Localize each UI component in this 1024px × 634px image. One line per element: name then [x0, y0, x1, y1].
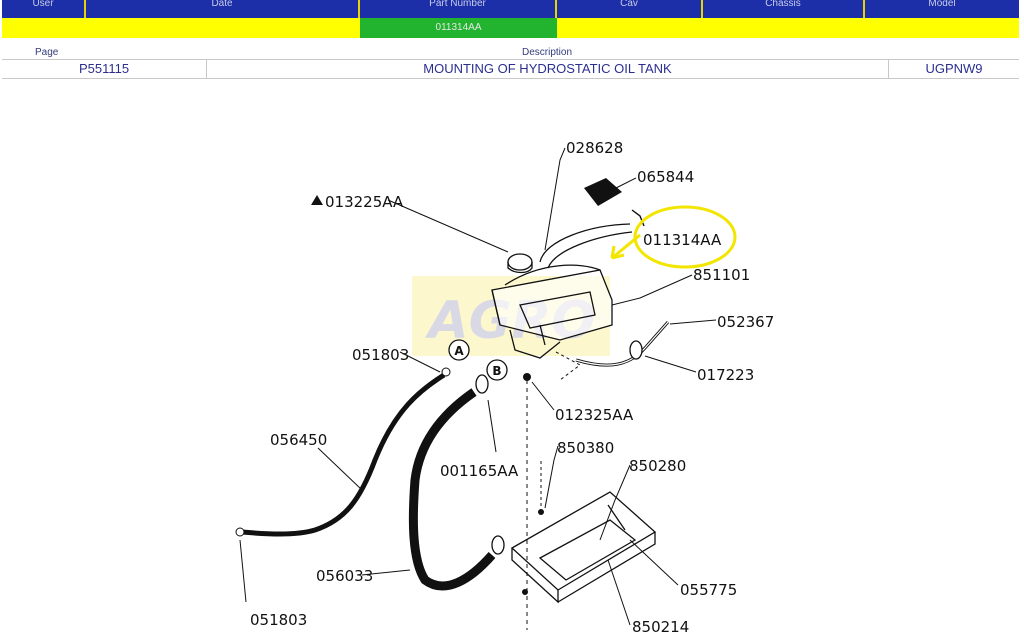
description-label: Description [522, 47, 573, 58]
part-label-001165aa[interactable]: 001165AA [440, 462, 519, 480]
part-label-065844[interactable]: 065844 [637, 168, 694, 186]
part-label-028628[interactable]: 028628 [566, 139, 623, 157]
part-label-052367[interactable]: 052367 [717, 313, 774, 331]
mounting-plate [510, 491, 657, 604]
part-label-012325aa[interactable]: 012325AA [555, 406, 634, 424]
description-value: MOUNTING OF HYDROSTATIC OIL TANK [207, 60, 889, 78]
part-label-051803-bottom[interactable]: 051803 [250, 611, 307, 629]
page-value: P551115 [2, 60, 207, 78]
column-user: User [2, 0, 86, 18]
part-label-056033[interactable]: 056033 [316, 567, 373, 585]
column-chassis: Chassis [703, 0, 865, 18]
column-model: Model [928, 0, 956, 9]
leader-lines [239, 147, 717, 626]
header-labels-row: User Date Part Number Cav Chassis Model [2, 0, 1019, 18]
highlight-annotation [610, 205, 737, 269]
header-values-row: 011314AA [2, 18, 1019, 38]
hose-056450 [241, 372, 446, 537]
part-label-056450[interactable]: 056450 [270, 431, 327, 449]
column-part-number: Part Number [360, 0, 557, 18]
model-code-value: UGPNW9 [925, 61, 983, 76]
part-number-value[interactable]: 011314AA [360, 18, 557, 38]
part-label-011314aa[interactable]: 011314AA [643, 231, 722, 249]
part-label-851101[interactable]: 851101 [693, 266, 750, 284]
page-description-table: Page Description P551115 MOUNTING OF HYD… [2, 45, 1019, 79]
page-label: Page [35, 47, 59, 58]
part-header-table: User Date Part Number Cav Chassis Model … [2, 0, 1019, 38]
part-label-850380[interactable]: 850380 [557, 439, 614, 457]
part-label-013225aa[interactable]: 013225AA [325, 193, 404, 211]
callout-b-label: B [492, 364, 501, 378]
part-label-055775[interactable]: 055775 [680, 581, 737, 599]
meta-labels-row: Page Description [2, 45, 1019, 59]
meta-values-row: P551115 MOUNTING OF HYDROSTATIC OIL TANK… [2, 59, 1019, 79]
oil-tank [491, 223, 633, 359]
cap-pad-icon [584, 178, 622, 206]
column-date: Date [86, 0, 360, 18]
part-label-051803-top[interactable]: 051803 [352, 346, 409, 364]
column-cav: Cav [557, 0, 703, 18]
part-label-850214[interactable]: 850214 [632, 618, 689, 634]
callout-a: A [448, 339, 470, 361]
part-label-850280[interactable]: 850280 [629, 457, 686, 475]
hose-056033 [408, 388, 496, 591]
warning-triangle-icon [311, 195, 323, 205]
callout-b: B [486, 359, 508, 381]
part-label-017223[interactable]: 017223 [697, 366, 754, 384]
callout-a-label: A [454, 344, 464, 358]
